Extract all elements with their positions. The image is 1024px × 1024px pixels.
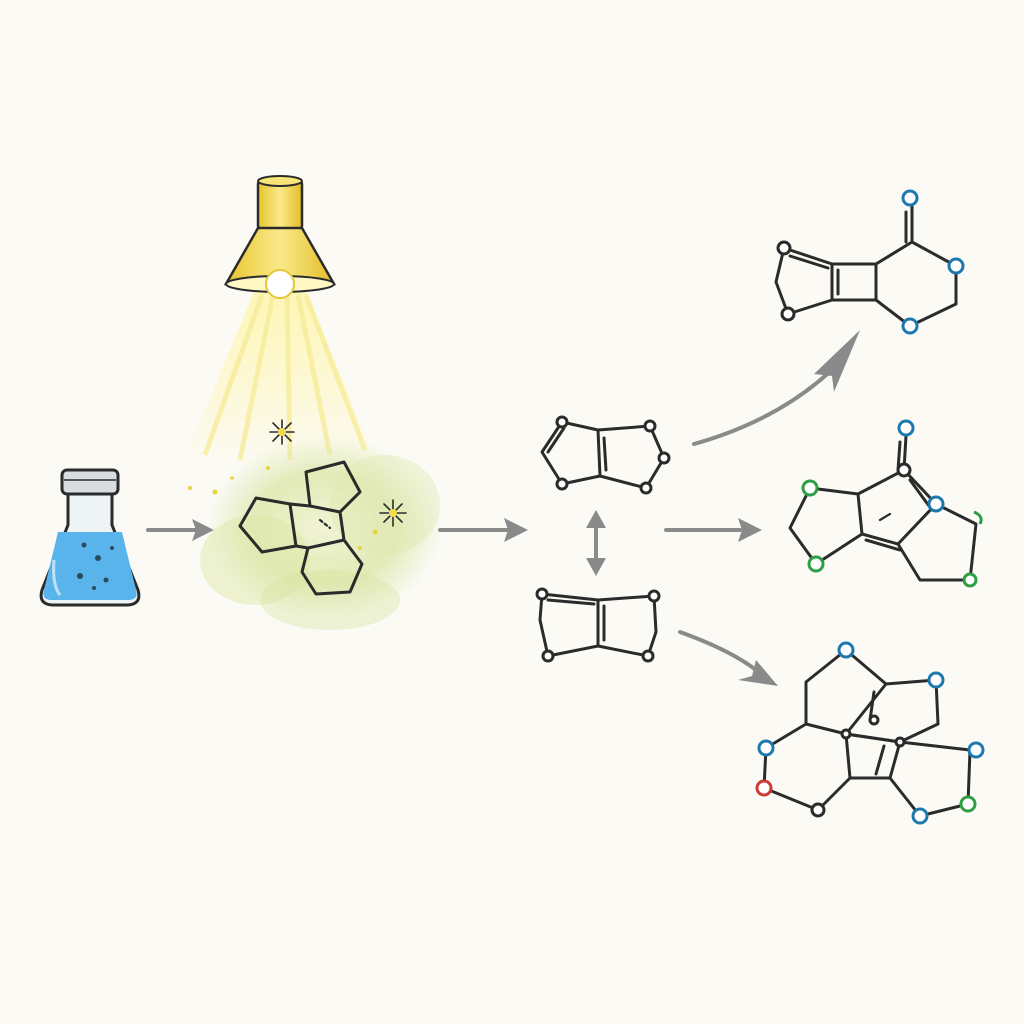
sparkle-icon [379, 499, 407, 527]
product-1 [774, 189, 965, 335]
reaction-glow [188, 436, 443, 630]
product-3 [755, 641, 985, 825]
arrow-icon [664, 518, 762, 542]
flask-icon [39, 468, 141, 607]
arrow-icon [146, 519, 214, 541]
isomer-bottom [535, 587, 661, 663]
equilibrium-arrow-icon [586, 510, 606, 576]
arrow-icon [438, 518, 528, 542]
lamp-icon [223, 175, 337, 299]
bulb [265, 269, 295, 299]
isomer-top [540, 415, 671, 495]
arrow-icon [678, 630, 778, 686]
molecule-icon [238, 460, 364, 596]
product-2 [788, 419, 983, 588]
sparkle-icon [269, 419, 295, 445]
arrow-icon [692, 330, 860, 446]
